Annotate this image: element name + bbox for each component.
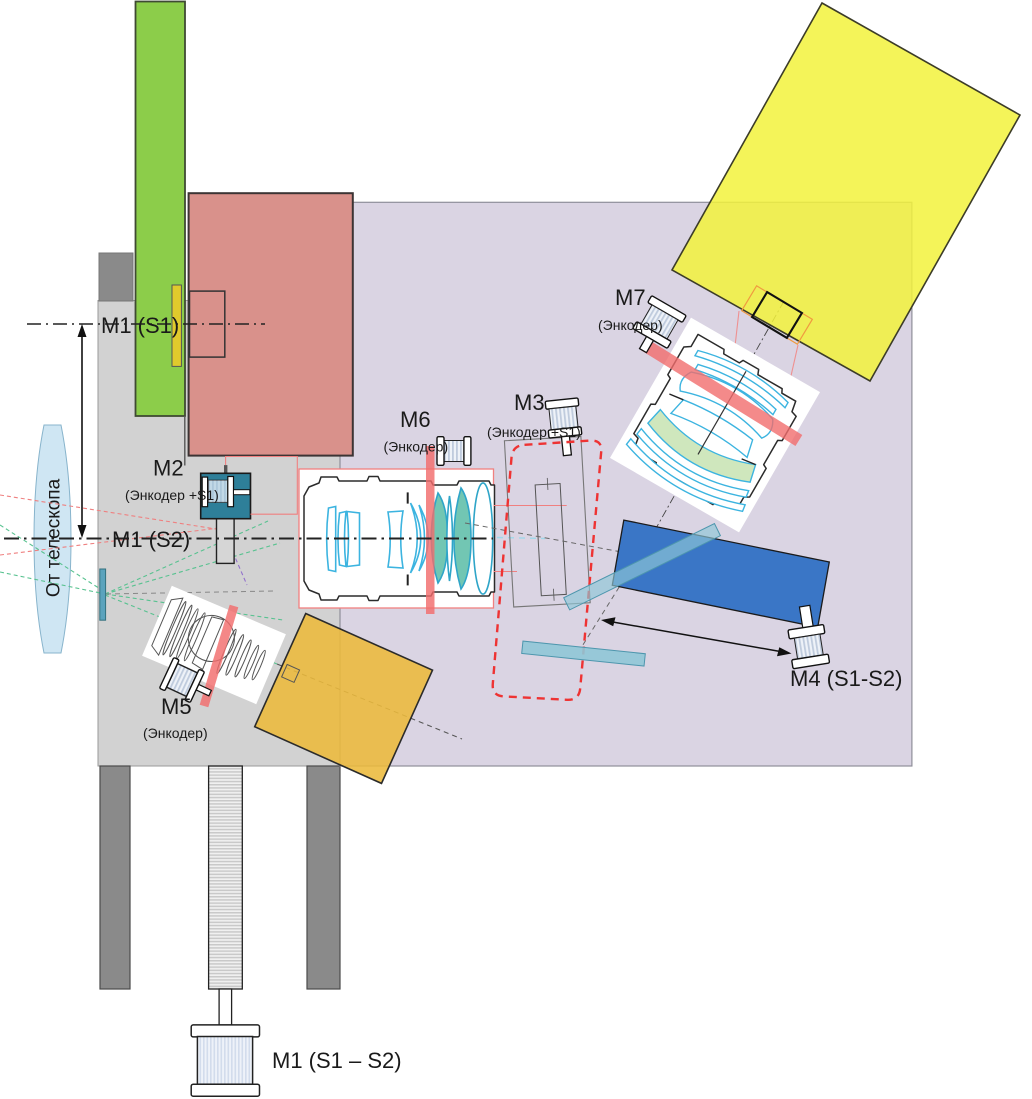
svg-text:(Энкодер): (Энкодер) <box>143 725 208 741</box>
svg-text:M4 (S1-S2): M4 (S1-S2) <box>790 666 902 691</box>
svg-text:M1 (S2): M1 (S2) <box>112 527 190 552</box>
svg-text:(Энкодер): (Энкодер) <box>384 439 449 455</box>
svg-text:M3: M3 <box>514 390 545 415</box>
svg-text:M1 (S1 – S2): M1 (S1 – S2) <box>272 1048 402 1073</box>
svg-text:M1 (S1): M1 (S1) <box>101 313 179 338</box>
svg-text:M7: M7 <box>615 285 646 310</box>
svg-text:M2: M2 <box>153 456 184 481</box>
svg-text:M5: M5 <box>161 694 192 719</box>
svg-text:(Энкодер): (Энкодер) <box>598 317 663 333</box>
svg-text:M6: M6 <box>400 407 431 432</box>
svg-text:(Энкодер +S1): (Энкодер +S1) <box>487 424 581 440</box>
svg-text:(Энкодер +S1): (Энкодер +S1) <box>125 487 219 503</box>
